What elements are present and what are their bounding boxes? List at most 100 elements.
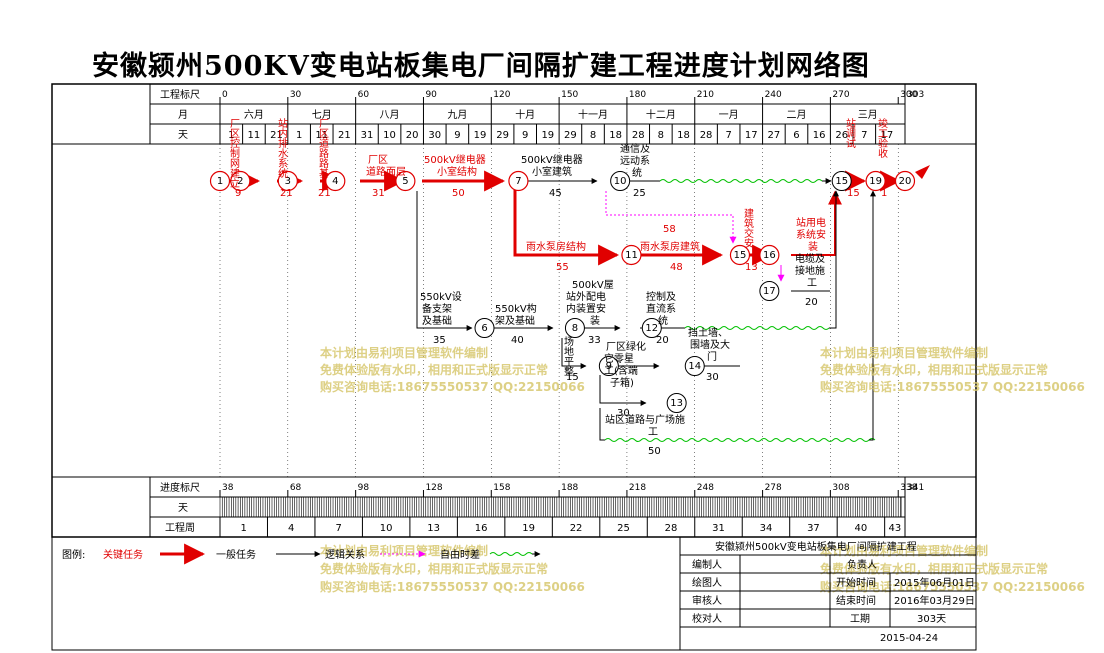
day-cell: 19 xyxy=(541,130,554,141)
legend-title: 图例: xyxy=(62,548,85,561)
task-duration: 35 xyxy=(433,335,446,346)
task-label: 厂区绿化 xyxy=(606,340,646,353)
node-9: 9 xyxy=(598,356,619,376)
node-5: 5 xyxy=(395,170,416,192)
task-duration: 30 xyxy=(706,372,719,383)
month-cell: 八月 xyxy=(380,109,400,121)
month-cell: 十一月 xyxy=(578,108,608,121)
end-date: 2016年03月29日 xyxy=(894,594,975,607)
day-cell: 7 xyxy=(725,130,731,141)
day-cell: 8 xyxy=(658,130,664,141)
task-label: 小室建筑 xyxy=(532,165,572,178)
task-label: 架及基础 xyxy=(495,314,535,327)
day-cell: 27 xyxy=(768,130,781,141)
progress-tick: 341 xyxy=(907,483,924,493)
task-duration: 1 xyxy=(881,188,887,199)
task-label: 统 xyxy=(658,314,668,327)
week-row-label: 工程周 xyxy=(165,522,195,534)
week-cell: 7 xyxy=(336,523,342,534)
duration-value: 303天 xyxy=(917,614,946,625)
day-cell: 17 xyxy=(881,130,894,141)
page-title: 安徽颍州500KV变电站板集电厂间隔扩建工程进度计划网络图 xyxy=(92,51,870,82)
node-label: 12 xyxy=(645,323,658,334)
task-duration: 30 xyxy=(617,408,630,419)
task-duration: 9 xyxy=(235,188,241,199)
task-duration: 50 xyxy=(648,446,661,457)
week-cell: 4 xyxy=(288,523,294,534)
task-duration: 21 xyxy=(280,188,293,199)
week-cell: 22 xyxy=(570,523,583,534)
task-label: 站区道路与广场施 xyxy=(605,413,685,426)
node-label: 14 xyxy=(688,361,701,372)
task-label: 接地施 xyxy=(795,264,825,277)
task-label: 系统安 xyxy=(796,228,826,241)
task-label: 站调试 xyxy=(844,117,856,148)
node-7: 7 xyxy=(508,170,529,192)
week-cell: 1 xyxy=(241,523,247,534)
svg-text:购买咨询电话:18675550537 QQ:22150066: 购买咨询电话:18675550537 QQ:22150066 xyxy=(320,579,585,594)
task-label: 电缆及 xyxy=(795,252,825,265)
task-label: 场地平整 xyxy=(562,335,574,376)
node-label: 16 xyxy=(763,250,776,261)
day-cell: 19 xyxy=(474,130,487,141)
progress-tick: 218 xyxy=(629,483,646,493)
progress-tick: 308 xyxy=(832,483,849,493)
month-cell: 六月 xyxy=(244,109,264,121)
task-duration: 15 xyxy=(847,188,860,199)
task-duration: 20 xyxy=(805,297,818,308)
day-cell: 11 xyxy=(315,130,328,141)
node-11: 11 xyxy=(621,244,642,266)
node-label: 7 xyxy=(515,176,521,187)
node-label: 19 xyxy=(869,176,882,187)
scale-tick: 0 xyxy=(222,90,228,100)
task-duration: 50 xyxy=(452,188,465,199)
task-label: 站外配电 xyxy=(566,290,606,303)
month-row-label: 月 xyxy=(178,109,188,121)
node-10: 10 xyxy=(610,171,631,191)
task-duration: 21 xyxy=(318,188,331,199)
svg-text:购买咨询电话:18675550537 QQ:22150066: 购买咨询电话:18675550537 QQ:22150066 xyxy=(820,579,1085,594)
node-4: 4 xyxy=(325,170,346,192)
progress-tick: 128 xyxy=(425,483,442,493)
node-6: 6 xyxy=(474,318,495,338)
plan-date: 2015-04-24 xyxy=(880,633,938,644)
scale-tick: 120 xyxy=(493,90,510,100)
task-label: 及基础 xyxy=(422,314,452,327)
day-cell: 18 xyxy=(609,130,622,141)
task-duration: 45 xyxy=(549,188,562,199)
task-label: 远动系 xyxy=(620,155,650,167)
month-cell: 一月 xyxy=(719,109,739,121)
scale-tick: 270 xyxy=(832,90,849,100)
task-label: 它零星 xyxy=(604,352,634,365)
svg-text:工期: 工期 xyxy=(850,613,870,625)
day-cell: 11 xyxy=(248,130,261,141)
svg-text:本计划由易利项目管理软件编制: 本计划由易利项目管理软件编制 xyxy=(820,543,988,558)
node-15: 15 xyxy=(831,171,852,191)
svg-text:免费体验版有水印，相用和正式版显示正常: 免费体验版有水印，相用和正式版显示正常 xyxy=(820,362,1048,377)
scale-tick: 60 xyxy=(358,90,370,100)
progress-tick: 248 xyxy=(697,483,714,493)
node-label: 4 xyxy=(332,176,338,187)
day-cell: 21 xyxy=(338,130,351,141)
scale-tick: 90 xyxy=(425,90,437,100)
day-cell: 29 xyxy=(496,130,509,141)
day-cell: 18 xyxy=(677,130,690,141)
day-cell: 9 xyxy=(454,130,460,141)
day-cell: 29 xyxy=(564,130,577,141)
scale-tick: 210 xyxy=(697,90,714,100)
task-label: 58 xyxy=(663,224,676,235)
node-15b: 15 xyxy=(729,244,751,266)
task-label: 厂区 xyxy=(368,154,388,166)
svg-text:负责人: 负责人 xyxy=(847,558,877,571)
task-label: 道路面层 xyxy=(366,165,406,178)
node-label: 5 xyxy=(402,176,408,187)
legend-critical: 关键任务 xyxy=(103,548,143,561)
task-labels: 厂区控制网建立 9 站内排水系统 21 厂区道路路基 21 厂区 道路面层 31… xyxy=(228,117,888,457)
node-label: 8 xyxy=(572,323,578,334)
node-label: 2 xyxy=(237,176,243,187)
week-cell: 10 xyxy=(380,523,393,534)
task-label: 工 xyxy=(807,278,817,289)
month-cell: 十二月 xyxy=(646,108,676,121)
title-block: 安徽颍州500kV变电站板集电厂间隔扩建工程 编制人 绘图人 审核人 校对人 负… xyxy=(679,536,977,651)
svg-text:绘图人: 绘图人 xyxy=(692,576,722,589)
